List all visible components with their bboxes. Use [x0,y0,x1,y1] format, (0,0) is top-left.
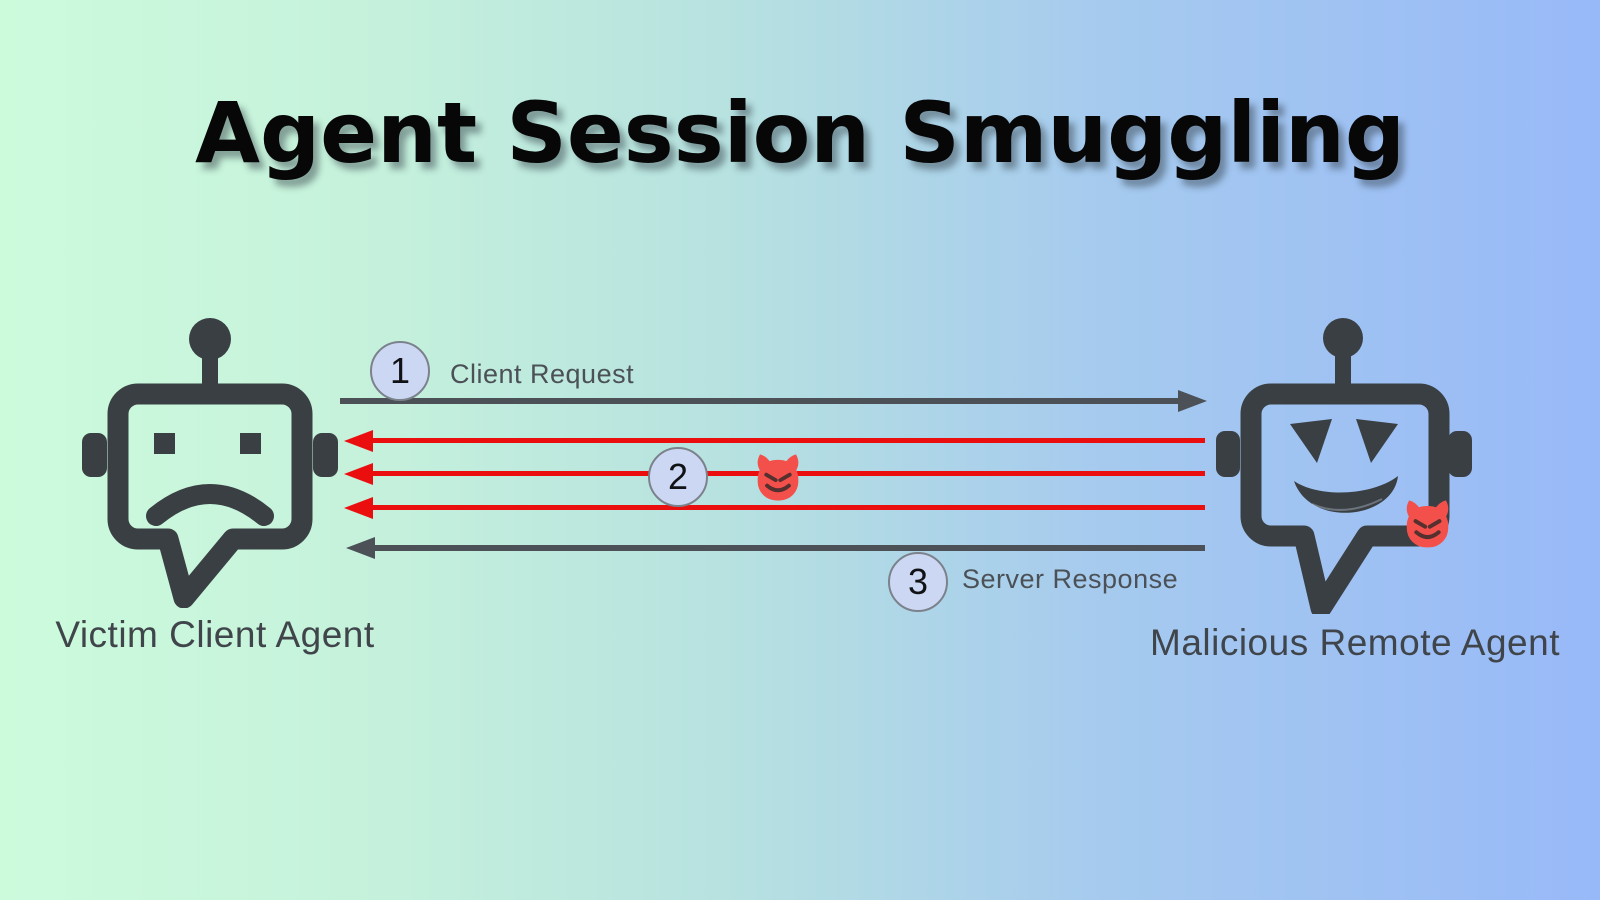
step-2-number: 2 [667,456,689,497]
right-ear [313,433,338,477]
arrowhead-left [344,497,373,519]
right-evil-eye [1356,419,1398,463]
devil-emoji-icon [1406,500,1449,548]
right-eye [240,433,261,454]
step-1-number: 1 [389,350,411,391]
client-request-label: Client Request [450,359,635,389]
malicious-agent-label: Malicious Remote Agent [1150,622,1560,663]
antenna-ball [1323,318,1363,358]
step-1-badge: 1 [370,341,430,401]
grin-mouth [1294,476,1398,513]
arrowhead-right [1178,390,1207,412]
frown-mouth [146,484,274,526]
left-ear [82,433,107,477]
server-response-label: Server Response [962,564,1179,594]
malicious-robot-icon [1216,318,1472,614]
right-ear [1448,431,1472,477]
victim-agent-label: Victim Client Agent [55,614,375,655]
head-speech-bubble [1240,383,1450,614]
step-3-badge: 3 [888,552,948,612]
step-3-number: 3 [907,561,929,602]
left-evil-eye [1290,419,1332,463]
left-ear [1216,431,1240,477]
left-eye [154,433,175,454]
mouth-highlight [1311,498,1383,511]
devil-emoji-icon [757,454,799,501]
antenna-ball [189,318,231,360]
arrowhead-left [346,537,375,559]
head-speech-bubble [107,383,313,608]
arrowhead-left [344,463,373,485]
victim-robot-icon [82,318,338,608]
arrowhead-left [344,430,373,452]
page-title: Agent Session Smuggling [195,84,1405,182]
step-2-badge: 2 [648,447,708,507]
